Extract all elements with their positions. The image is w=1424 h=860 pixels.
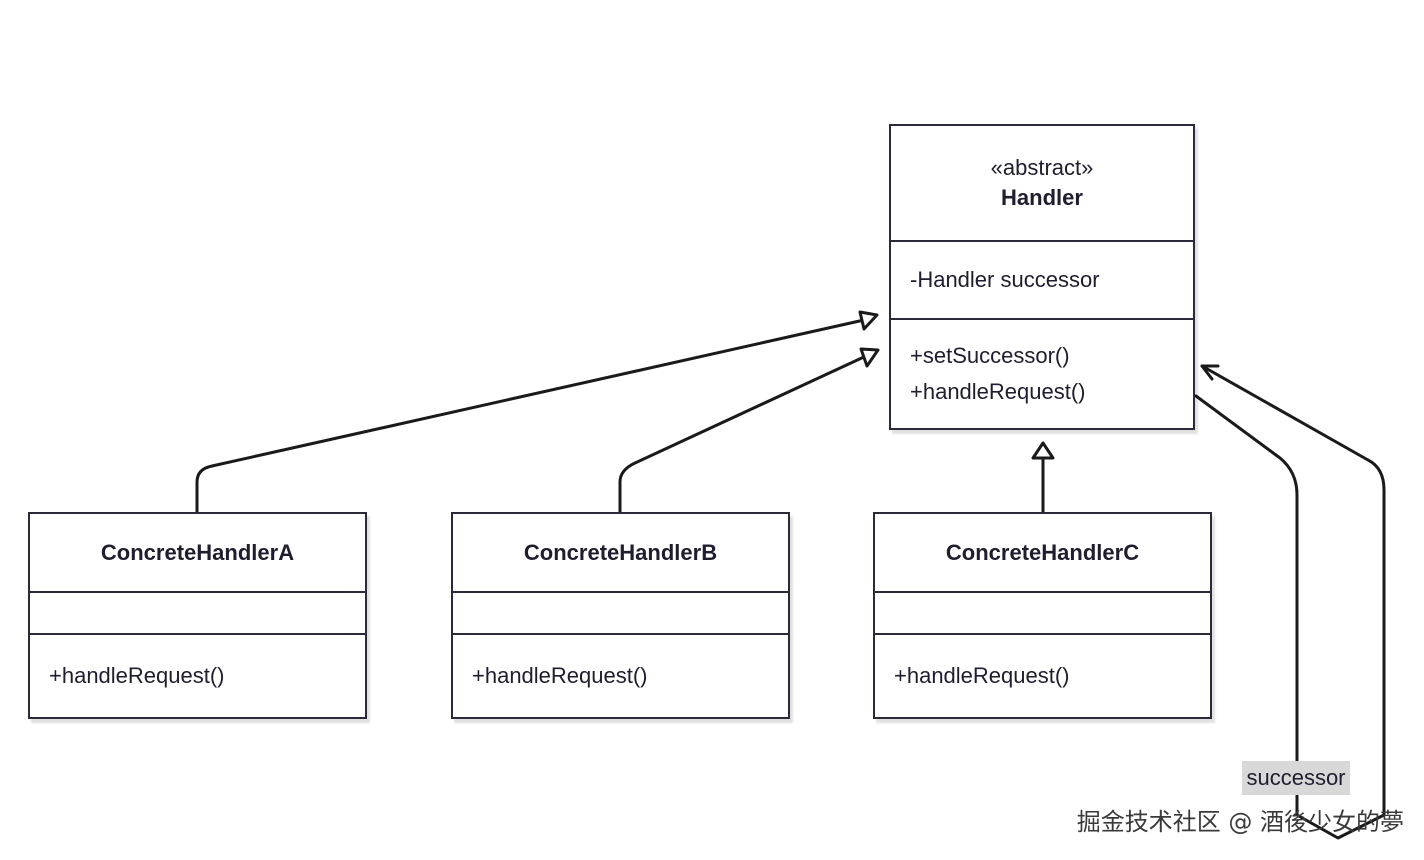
method-set-successor: +setSuccessor(): [910, 343, 1070, 368]
handler-title-section: «abstract» Handler: [891, 126, 1193, 240]
class-name: Handler: [1001, 185, 1083, 210]
attributes-section: [30, 591, 365, 633]
class-name: ConcreteHandlerA: [100, 539, 295, 565]
handler-class-box[interactable]: «abstract» Handler -Handler successor +s…: [889, 124, 1195, 430]
methods-section: +handleRequest(): [875, 633, 1210, 717]
stereotype-label: «abstract»: [990, 155, 1094, 180]
handler-attributes-section: -Handler successor: [891, 240, 1193, 318]
inheritance-line-b[interactable]: [618, 354, 868, 514]
inheritance-arrowhead-a: [858, 310, 879, 331]
successor-edge-label: successor: [1242, 761, 1350, 795]
attribute-successor: -Handler successor: [910, 267, 1100, 292]
successor-open-arrowhead: [1200, 364, 1220, 381]
successor-association-line[interactable]: [1194, 364, 1386, 840]
watermark-text: 掘金技术社区 @ 酒後少女的夢: [1076, 808, 1404, 836]
concrete-handler-a-box[interactable]: ConcreteHandlerA +handleRequest(): [28, 512, 367, 719]
concrete-handler-c-box[interactable]: ConcreteHandlerC +handleRequest(): [873, 512, 1212, 719]
class-title-section: ConcreteHandlerC: [875, 514, 1210, 591]
attributes-section: [875, 591, 1210, 633]
class-name: ConcreteHandlerB: [523, 539, 718, 565]
inheritance-line-a[interactable]: [195, 318, 866, 514]
method-handle-request: +handleRequest(): [910, 379, 1086, 404]
methods-section: +handleRequest(): [453, 633, 788, 717]
methods-section: +handleRequest(): [30, 633, 365, 717]
inheritance-arrowhead-b: [859, 347, 880, 368]
class-name: ConcreteHandlerC: [945, 539, 1140, 565]
concrete-handler-b-box[interactable]: ConcreteHandlerB +handleRequest(): [451, 512, 790, 719]
method-handle-request: +handleRequest(): [49, 663, 225, 688]
method-handle-request: +handleRequest(): [894, 663, 1070, 688]
attributes-section: [453, 591, 788, 633]
class-title-section: ConcreteHandlerB: [453, 514, 788, 591]
class-title-section: ConcreteHandlerA: [30, 514, 365, 591]
handler-methods-section: +setSuccessor() +handleRequest(): [891, 318, 1193, 428]
inheritance-arrowhead-c: [1031, 441, 1055, 460]
method-handle-request: +handleRequest(): [472, 663, 648, 688]
